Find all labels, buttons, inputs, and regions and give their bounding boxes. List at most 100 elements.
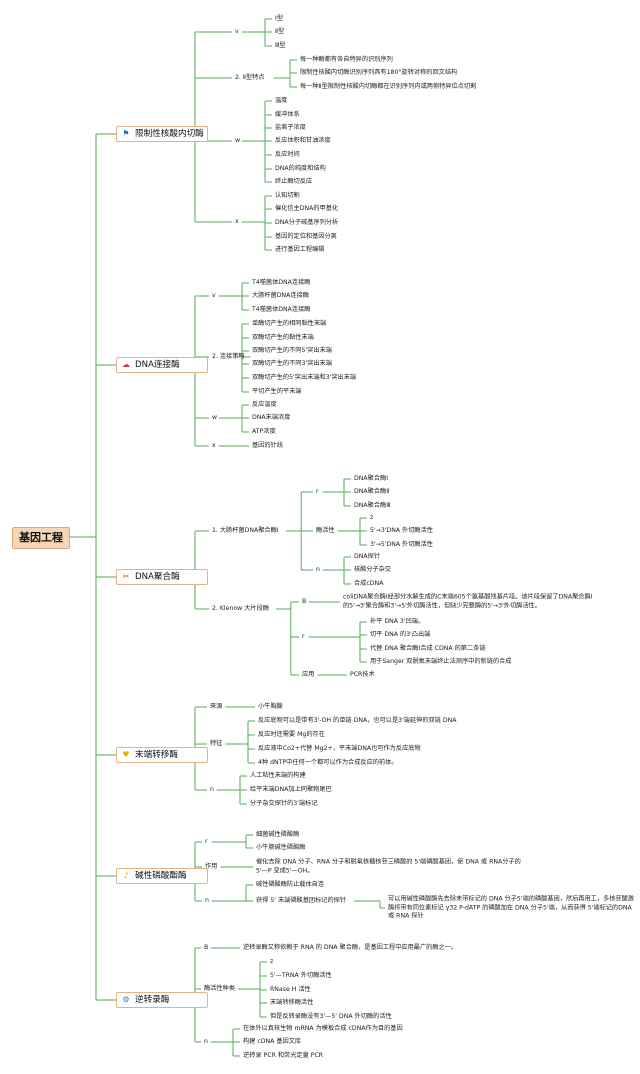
leaf-text[interactable]: DNA聚合酶Ⅲ	[354, 502, 391, 509]
leaf-text[interactable]: 双酶切产生的不同3'突出末端	[252, 360, 332, 367]
branch-label[interactable]: x	[212, 442, 216, 449]
leaf-text[interactable]: T4噬菌体DNA连接酶	[252, 306, 311, 313]
branch-label[interactable]: 酶活性种类	[204, 985, 235, 992]
branch-label[interactable]: 特征	[210, 740, 223, 747]
branch-label[interactable]: 作用	[205, 863, 218, 870]
leaf-text[interactable]: 合成cDNA	[354, 580, 384, 587]
leaf-text[interactable]: 双酶切产生的5'突出末端和3'突出末端	[252, 374, 357, 381]
branch-label[interactable]: n	[204, 1038, 208, 1045]
category-node[interactable]: ⚑限制性核酸内切酶	[116, 126, 208, 142]
leaf-text[interactable]: 代替 DNA 聚合酶Ⅰ合成 CDNA 的第二条链	[370, 645, 486, 652]
branch-label[interactable]: n	[205, 897, 209, 904]
leaf-text[interactable]: Ⅲ型	[275, 42, 286, 49]
leaf-text[interactable]: 反应底物可以是带有3'-OH 的单链 DNA，也可以是3'端延伸的双链 DNA	[258, 717, 457, 724]
leaf-text[interactable]: DNA聚合酶Ⅱ	[354, 488, 390, 495]
leaf-text[interactable]: ATP浓度	[252, 428, 276, 435]
leaf-text[interactable]: 末端转移酶活性	[270, 999, 314, 1006]
leaf-text[interactable]: 大肠杆菌DNA连接酶	[252, 292, 309, 299]
leaf-text[interactable]: 在体外以真核生物 mRNA 为模板合成 cDNA作为目的基因	[243, 1025, 403, 1032]
leaf-text[interactable]: 用于Sanger 双脱氧末端终止法测序中的新链的合成	[370, 658, 512, 665]
branch-label[interactable]: 2. Klenow 大片段酶	[212, 605, 269, 612]
leaf-text[interactable]: DNA的纯度和结构	[275, 165, 326, 172]
branch-label[interactable]: w	[212, 414, 218, 421]
leaf-text[interactable]: z	[270, 958, 274, 965]
category-node[interactable]: ♥末端转移酶	[116, 747, 208, 763]
category-node[interactable]: ⚙逆转录酶	[116, 992, 208, 1008]
leaf-text[interactable]: 3'→5'DNA 外切酶活性	[370, 541, 433, 548]
leaf-text[interactable]: 催化去除 DNA 分子、RNA 分子和脱氧核糖核苷三磷酸的 5'端磷酸基团，使 …	[256, 858, 521, 875]
leaf-text[interactable]: 小牛胸腺	[258, 703, 283, 710]
sub-branch-label[interactable]: 酶活性	[316, 527, 335, 534]
leaf-text[interactable]: 反应时还需要 Mg的存在	[258, 731, 325, 738]
leaf-text[interactable]: DNA聚合酶Ⅰ	[354, 475, 389, 482]
branch-label[interactable]: x	[235, 218, 239, 225]
leaf-detail-text[interactable]: 可以用碱性磷酸酶先去除未带标记的 DNA 分子5'端的磷酸基团，然后再用工，多核…	[388, 895, 634, 920]
leaf-text[interactable]: 认知切割	[275, 192, 300, 199]
leaf-text[interactable]: 反应液中Co2+代替 Mg2+，平末端DNA也可作为反应底物	[258, 745, 421, 752]
leaf-text[interactable]: 核酸分子杂交	[354, 566, 392, 573]
leaf-text[interactable]: 单酶切产生的相同黏性末端	[252, 320, 327, 327]
leaf-text[interactable]: 双酶切产生的黏性末端	[252, 334, 314, 341]
leaf-text[interactable]: 细菌碱性磷酸酶	[256, 831, 300, 838]
branch-label[interactable]: 来源	[210, 703, 223, 710]
leaf-text[interactable]: 温度	[275, 97, 288, 104]
leaf-text[interactable]: 4种 dNTP中任何一个都可以作为合成反应的前体。	[258, 759, 398, 766]
leaf-text[interactable]: 逆转录 PCR 和荧光定量 PCR	[243, 1052, 324, 1059]
leaf-text[interactable]: 逆转录酶又称依赖于 RNA 的 DNA 聚合酶，是基因工程中应用最广的酶之一。	[243, 944, 458, 951]
leaf-text[interactable]: DNA分子碱基序列分析	[275, 219, 339, 226]
sub-branch-label[interactable]: B	[302, 598, 307, 605]
leaf-text[interactable]: 碱性磷酸酶防止载体自连	[256, 881, 325, 888]
leaf-text[interactable]: 小牛肠碱性磷酸酶	[256, 844, 306, 851]
leaf-text[interactable]: 人工粘性末端的构建	[250, 772, 306, 779]
leaf-text[interactable]: 基因的定位和基因分离	[275, 233, 337, 240]
leaf-text[interactable]: 终止酶切反应	[275, 178, 313, 185]
leaf-text[interactable]: Ⅱ型	[275, 28, 285, 35]
leaf-text[interactable]: 进行基因工程编辑	[275, 246, 325, 253]
branch-label[interactable]: w	[235, 137, 241, 144]
branch-label[interactable]: 2. 连接策略	[212, 353, 245, 360]
leaf-text[interactable]: 限制性核酸内切酶识别序列具有180°旋转对称的回文结构	[300, 69, 458, 76]
root-node[interactable]: 基因工程	[12, 527, 70, 549]
leaf-text[interactable]: 但是反转录酶没有3'—5' DNA 外切酶的活性	[270, 1013, 392, 1020]
leaf-text[interactable]: PCR技术	[350, 671, 375, 678]
leaf-text[interactable]: 5'—TRNA 外切酶活性	[270, 972, 332, 979]
leaf-text[interactable]: 构建 cDNA 基因文库	[243, 1038, 302, 1045]
leaf-text[interactable]: 反应体积和甘油浓度	[275, 137, 331, 144]
leaf-text[interactable]: 获得 5' 末端磷酸基团标记的探针	[256, 897, 347, 904]
branch-label[interactable]: n	[210, 786, 214, 793]
category-node[interactable]: ☁DNA连接酶	[116, 357, 208, 373]
sub-branch-label[interactable]: r	[302, 633, 305, 640]
leaf-text[interactable]: 双酶切产生的不同5'突出末端	[252, 347, 332, 354]
leaf-text[interactable]: 给平末端DNA加上同聚物尾巴	[250, 786, 332, 793]
leaf-text[interactable]: coliDNA聚合酶Ⅰ经部分水解生成的C末端605个氨基酸残基片段。该片段保留了…	[343, 593, 593, 610]
leaf-text[interactable]: 补平 DNA 3'凹端。	[370, 618, 425, 625]
category-node[interactable]: ♪碱性磷酸酯酶	[116, 868, 208, 884]
leaf-text[interactable]: 5'→3'DNA 外切酶活性	[370, 527, 433, 534]
leaf-text[interactable]: z	[370, 514, 374, 521]
branch-label[interactable]: v	[212, 292, 216, 299]
leaf-text[interactable]: 每一种酶都有各自特异的识别序列	[300, 56, 393, 63]
sub-branch-label[interactable]: n	[316, 566, 320, 573]
leaf-text[interactable]: 反应温度	[252, 401, 277, 408]
leaf-text[interactable]: 每一种Ⅱ型限制性核酸内切酶都在识别序列内或两侧特异位点切割	[300, 83, 477, 90]
sub-branch-label[interactable]: 应用	[302, 671, 315, 678]
leaf-text[interactable]: 催化信主DNA的甲基化	[275, 205, 339, 212]
leaf-text[interactable]: 反应时间	[275, 151, 300, 158]
leaf-text[interactable]: 缓冲体系	[275, 111, 300, 118]
leaf-text[interactable]: 切平 DNA 的3'凸出端	[370, 631, 431, 638]
leaf-text[interactable]: DNA末端浓度	[252, 414, 291, 421]
leaf-text[interactable]: Ⅰ型	[275, 15, 284, 22]
leaf-text[interactable]: DNA探针	[354, 553, 381, 560]
leaf-text[interactable]: 平切产生的平末端	[252, 388, 302, 395]
leaf-text[interactable]: 分子杂交探针的3'端标记	[250, 800, 318, 807]
branch-label[interactable]: v	[235, 28, 239, 35]
branch-label[interactable]: 1. 大肠杆菌DNA聚合酶Ⅰ	[212, 527, 279, 534]
leaf-text[interactable]: 基因的针线	[252, 442, 283, 449]
category-node[interactable]: ✂DNA聚合酶	[116, 569, 208, 585]
branch-label[interactable]: 2. Ⅱ型特点	[235, 74, 265, 81]
sub-branch-label[interactable]: r	[316, 488, 319, 495]
branch-label[interactable]: r	[205, 838, 208, 845]
branch-label[interactable]: B	[204, 944, 209, 951]
leaf-text[interactable]: T4噬菌体DNA连接酶	[252, 279, 311, 286]
leaf-text[interactable]: 盐离子浓度	[275, 124, 306, 131]
